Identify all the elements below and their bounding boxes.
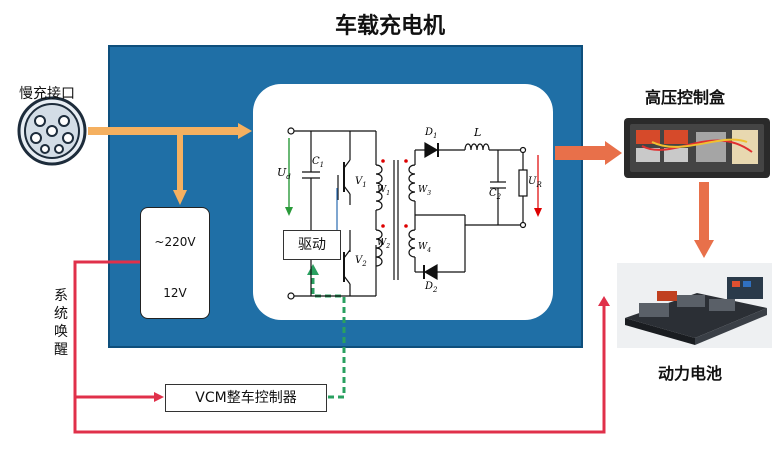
v1-label: V1 — [355, 176, 367, 189]
converter-output-label: 12V — [163, 286, 187, 300]
w1-label: W1 — [377, 185, 391, 197]
battery-wake-arrowhead — [598, 296, 610, 306]
circuit-panel — [253, 84, 553, 320]
title: 车载充电机 — [334, 14, 445, 39]
l-label: L — [474, 126, 482, 139]
vcm-controller-box: VCM整车控制器 — [165, 384, 327, 412]
d2-label: D2 — [425, 281, 438, 294]
output-arrow — [555, 141, 622, 165]
flyback-circuit — [285, 127, 542, 300]
w2-label: W2 — [377, 238, 391, 250]
battery-label: 动力电池 — [658, 364, 723, 383]
drive-box: 驱动 — [283, 230, 341, 260]
dc-converter-box: ~220V 12V — [140, 207, 210, 319]
ud-label: Ud — [277, 166, 291, 182]
wakeup-label: 系统唤醒 — [54, 288, 68, 358]
hv-control-box-image — [624, 118, 770, 178]
battery-pack-image — [617, 263, 772, 348]
ur-label: UR — [528, 176, 542, 189]
w3-label: W3 — [418, 185, 432, 197]
c1-label: C1 — [312, 156, 325, 169]
ac-input-arrow — [88, 123, 252, 205]
d1-label: D1 — [425, 127, 438, 140]
hv-to-battery-arrow — [694, 182, 714, 258]
slow-port-label: 慢充接口 — [19, 86, 75, 102]
wakeup-lines — [73, 260, 606, 434]
w4-label: W4 — [418, 242, 432, 254]
c2-label: C2 — [489, 188, 502, 201]
vcm-drive-line — [307, 264, 346, 399]
slow-charge-port-icon — [17, 96, 87, 166]
vcm-wake-arrowhead — [154, 392, 164, 402]
v2-label: V2 — [355, 255, 367, 268]
converter-input-label: ~220V — [154, 235, 196, 249]
hv-box-label: 高压控制盒 — [645, 88, 726, 107]
